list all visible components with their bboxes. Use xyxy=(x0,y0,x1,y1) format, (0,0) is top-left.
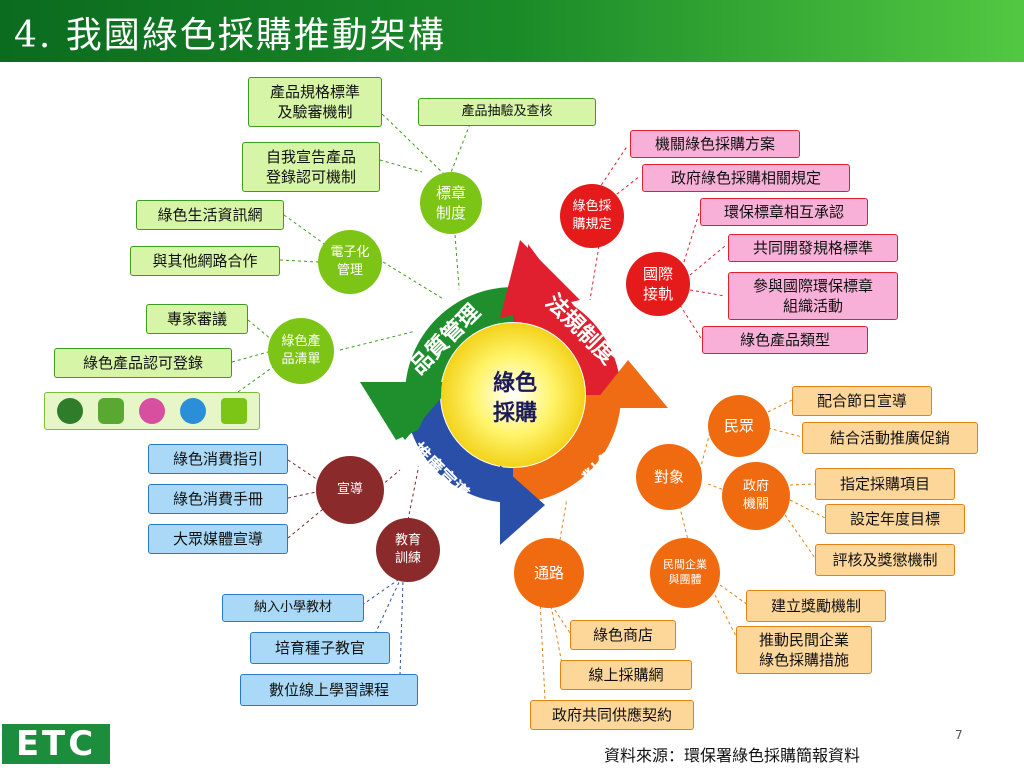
node-green-rules-text: 綠色採 購規定 xyxy=(572,199,612,232)
arrow-orange xyxy=(590,360,668,408)
box-items: 指定採購項目 xyxy=(815,468,955,500)
box-sampling: 產品抽驗及查核 xyxy=(418,98,596,126)
heart-icon xyxy=(138,398,165,424)
source-note: 資料來源：環保署綠色採購簡報資料 xyxy=(604,746,861,765)
center-disc xyxy=(441,323,585,467)
node-gov-text: 政府 機關 xyxy=(742,479,769,512)
eco-leaf-icon xyxy=(56,398,83,424)
node-channel-text: 通路 xyxy=(533,563,564,582)
page-title: 4. 我國綠色採購推動架構 xyxy=(14,15,446,56)
node-intl-text: 國際 接軌 xyxy=(642,264,673,303)
box-manual: 綠色消費手冊 xyxy=(148,484,288,514)
box-events: 結合活動推廣促銷 xyxy=(802,422,978,454)
water-icon xyxy=(180,398,207,424)
ring-segment-orange xyxy=(513,395,621,503)
node-e-mgmt: 電子化 管理 xyxy=(318,230,382,294)
node-gov: 政府 機關 xyxy=(722,462,790,530)
box-incentive: 建立獎勵機制 xyxy=(746,590,886,622)
box-seed: 培育種子教官 xyxy=(250,632,390,664)
node-green-list-text: 綠色產 品清單 xyxy=(281,334,321,367)
box-reward: 評核及獎懲機制 xyxy=(815,544,955,576)
box-spec: 產品規格標準 及驗審機制 xyxy=(248,77,382,127)
box-types: 綠色產品類型 xyxy=(702,326,868,354)
box-festival: 配合節日宣導 xyxy=(792,386,932,416)
box-info-net: 綠色生活資訊網 xyxy=(136,200,284,230)
page-number: 7 xyxy=(955,728,963,742)
node-edu: 教育 訓練 xyxy=(376,518,440,582)
box-textbook: 納入小學教材 xyxy=(222,594,364,622)
node-intl: 國際 接軌 xyxy=(626,252,690,316)
house-icon xyxy=(221,398,248,424)
node-green-rules: 綠色採 購規定 xyxy=(560,184,624,248)
box-enterprise: 推動民間企業 綠色採購措施 xyxy=(736,626,872,674)
box-coop: 與其他網路合作 xyxy=(130,246,280,276)
node-promo-text: 宣導 xyxy=(336,482,363,498)
node-public: 民眾 xyxy=(708,395,770,457)
title-bar: 4. 我國綠色採購推動架構 xyxy=(0,0,1024,62)
node-target-text: 對象 xyxy=(653,467,684,486)
node-promo: 宣導 xyxy=(316,456,384,524)
center-label: 綠色 採購 xyxy=(470,368,560,428)
box-intl-org: 參與國際環保標章 組織活動 xyxy=(728,272,898,320)
box-cert: 綠色產品認可登錄 xyxy=(54,348,232,378)
node-label-system: 標章 制度 xyxy=(420,172,482,234)
co2-icon xyxy=(97,398,124,424)
box-mutual: 環保標章相互承認 xyxy=(700,198,868,226)
etc-logo: ETC xyxy=(2,724,110,764)
box-joint: 共同開發規格標準 xyxy=(728,234,898,262)
node-private-text: 民間企業 與團體 xyxy=(663,558,707,586)
ring-segment-blue xyxy=(405,395,513,503)
box-self-decl: 自我宣告產品 登錄認可機制 xyxy=(242,142,380,192)
node-label-system-text: 標章 制度 xyxy=(435,183,466,222)
ring-segment-green xyxy=(405,287,513,395)
node-channel: 通路 xyxy=(514,538,584,608)
eco-label-logos xyxy=(44,392,260,430)
box-expert: 專家審議 xyxy=(146,304,248,334)
node-target: 對象 xyxy=(636,444,702,510)
node-private: 民間企業 與團體 xyxy=(650,538,720,608)
box-plan: 機關綠色採購方案 xyxy=(630,130,800,158)
box-gov-rules: 政府綠色採購相關規定 xyxy=(642,164,850,192)
box-media: 大眾媒體宣導 xyxy=(148,524,288,554)
box-annual: 設定年度目標 xyxy=(825,504,965,534)
box-store: 綠色商店 xyxy=(570,620,676,650)
center-text: 綠色 採購 xyxy=(492,370,537,426)
node-e-mgmt-text: 電子化 管理 xyxy=(330,245,370,278)
node-public-text: 民眾 xyxy=(723,416,754,435)
node-green-list: 綠色產 品清單 xyxy=(268,318,334,384)
box-guide: 綠色消費指引 xyxy=(148,444,288,474)
box-elearn: 數位線上學習課程 xyxy=(240,674,418,706)
node-edu-text: 教育 訓練 xyxy=(394,533,421,566)
box-online: 線上採購網 xyxy=(560,660,692,690)
arrow-blue xyxy=(500,465,545,545)
box-contract: 政府共同供應契約 xyxy=(530,700,694,730)
